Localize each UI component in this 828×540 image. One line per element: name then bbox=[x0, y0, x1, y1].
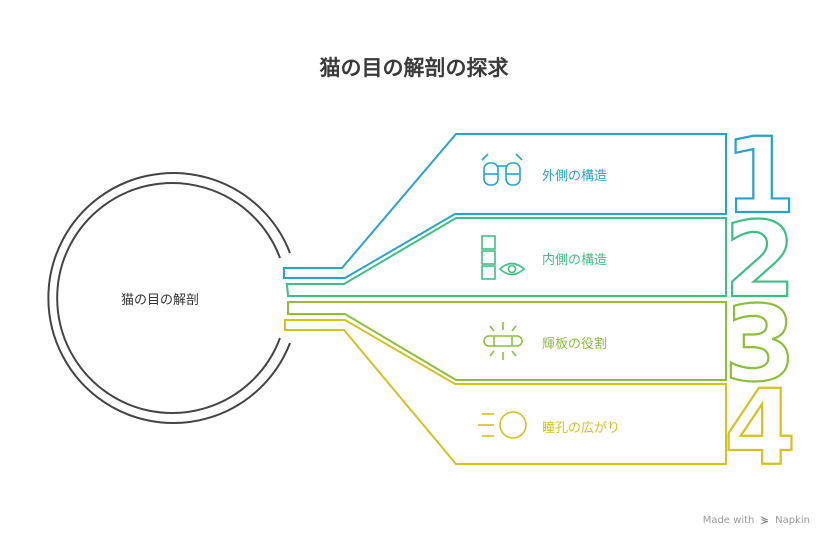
band-2 bbox=[285, 217, 727, 297]
eye-layers-icon bbox=[481, 235, 526, 280]
glowing-bar-icon bbox=[483, 322, 523, 360]
hub-ring-outer bbox=[47, 172, 291, 424]
item-label-4: 瞳孔の広がり bbox=[542, 421, 621, 436]
item-label-2: 内側の構造 bbox=[542, 253, 608, 268]
band-3 bbox=[287, 301, 727, 381]
made-with-text: Made with bbox=[702, 515, 755, 526]
made-with-napkin-watermark[interactable]: Made with ⋟ Napkin bbox=[703, 515, 810, 526]
item-label-1: 外側の構造 bbox=[542, 169, 608, 184]
page-title: 猫の目の解剖の探求 bbox=[319, 56, 509, 80]
hub-ring-inner bbox=[56, 182, 281, 414]
step-number-2: 2 bbox=[724, 199, 796, 321]
item-label-3: 輝板の役割 bbox=[542, 337, 608, 352]
band-4 bbox=[284, 319, 727, 465]
step-number-4: 4 bbox=[724, 367, 796, 489]
step-number-1: 1 bbox=[724, 115, 796, 237]
band-1 bbox=[283, 133, 727, 279]
pupil-dilation-icon bbox=[478, 411, 527, 439]
hub-label: 猫の目の解剖 bbox=[120, 293, 199, 308]
napkin-logo-icon: ⋟ bbox=[760, 515, 769, 526]
brand-text: Napkin bbox=[775, 515, 810, 526]
cat-ears-icon bbox=[481, 153, 523, 186]
step-number-3: 3 bbox=[724, 283, 796, 405]
